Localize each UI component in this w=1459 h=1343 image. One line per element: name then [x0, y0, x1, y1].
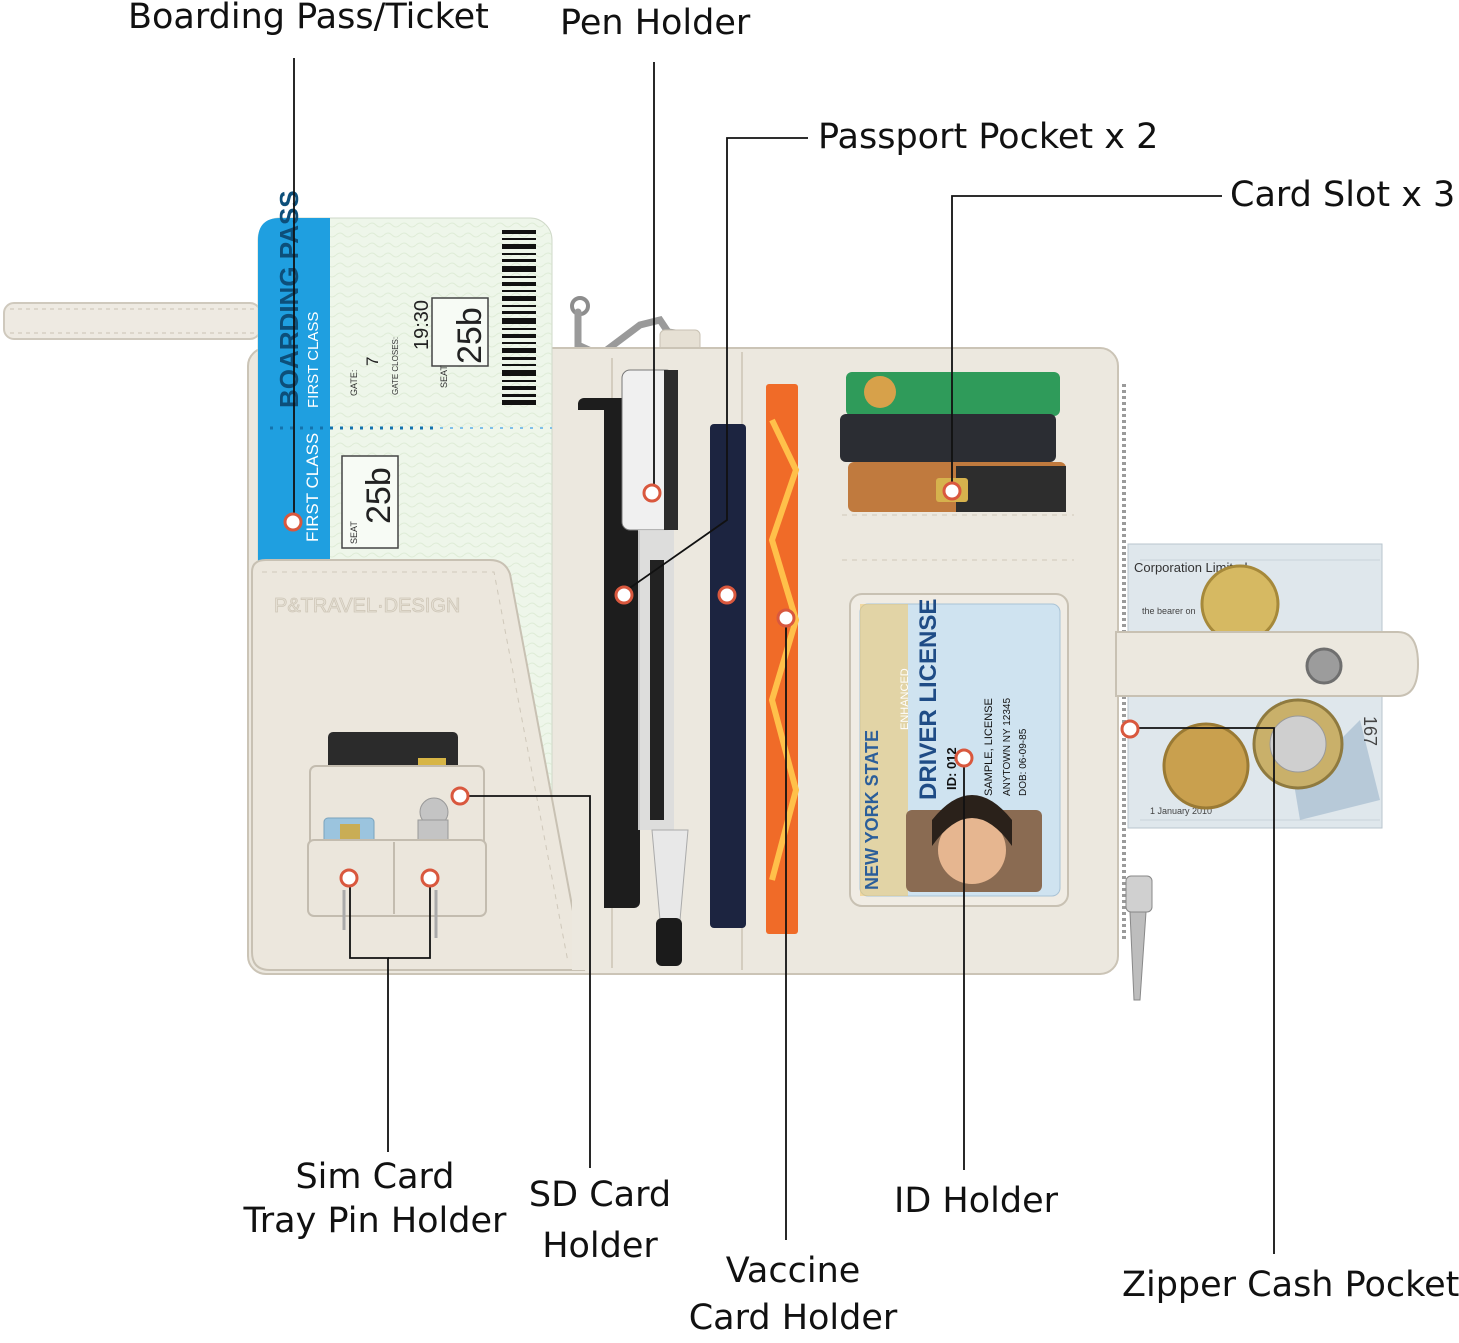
ticket-class-top: FIRST CLASS	[305, 312, 322, 408]
callout-lines	[293, 58, 1275, 1254]
license-enhanced: ENHANCED	[899, 668, 911, 730]
label-passport-pocket: Passport Pocket x 2	[818, 117, 1159, 157]
label-vaccine-card-line2: Card Holder	[688, 1298, 898, 1339]
license-name: SAMPLE, LICENSE	[983, 698, 995, 796]
card-black	[840, 414, 1056, 462]
label-id-holder: ID Holder	[894, 1181, 1058, 1221]
zipper-pull-icon	[1125, 875, 1153, 1001]
label-sd-card-line1: SD Card	[528, 1175, 672, 1215]
license-address: ANYTOWN NY 12345	[1002, 698, 1013, 796]
barcode-icon	[502, 230, 536, 405]
ticket-seat-2: 25b	[360, 467, 398, 524]
ticket-closes-label: GATE CLOSES:	[391, 337, 400, 395]
banknote-date: 1 January 2010	[1150, 806, 1212, 816]
license-type: DRIVER LICENSE	[915, 599, 942, 800]
ticket-title: BOARDING PASS	[274, 190, 304, 408]
license-state: NEW YORK STATE	[862, 730, 882, 890]
ticket-class-bottom: FIRST CLASS	[303, 433, 322, 542]
strap-clasp-icon	[570, 296, 701, 360]
snap-strap	[1115, 631, 1420, 697]
coin-2	[1162, 722, 1250, 810]
label-sd-card-line2: Holder	[542, 1225, 658, 1266]
label-card-slot: Card Slot x 3	[1230, 175, 1456, 215]
ticket-gate: 7	[363, 357, 382, 366]
ticket-gate-label: GATE:	[349, 370, 359, 396]
ticket-seat-label-2: SEAT	[349, 521, 359, 544]
card-green	[846, 372, 1060, 416]
label-sd-card: SD Card Holder	[520, 1170, 680, 1272]
coin-1	[1200, 564, 1280, 644]
ticket-seat-label: SEAT	[439, 365, 449, 388]
callout-markers	[283, 481, 1140, 888]
label-sim-card-line2: Tray Pin Holder	[243, 1200, 507, 1241]
passport-navy	[710, 424, 746, 928]
ticket-seat: 25b	[451, 307, 489, 364]
brand-emboss: P&TRAVEL·DESIGN	[274, 595, 460, 617]
pen	[621, 369, 689, 966]
ticket-closes: 19:30	[411, 300, 433, 350]
wrist-strap	[3, 302, 261, 340]
label-zipper-cash-pocket: Zipper Cash Pocket	[1122, 1265, 1459, 1305]
banknote-bearer: the bearer on	[1142, 606, 1196, 616]
label-sim-card: Sim Card Tray Pin Holder	[240, 1156, 510, 1244]
label-vaccine-card: Vaccine Card Holder	[680, 1248, 906, 1343]
label-sim-card-line1: Sim Card	[295, 1157, 455, 1197]
label-pen-holder: Pen Holder	[560, 3, 751, 43]
usb-drive-icon	[417, 797, 449, 847]
license-dob: DOB: 06-09-85	[1018, 728, 1029, 796]
snap-button-icon	[1305, 647, 1343, 685]
banknote-serial: 167	[1360, 716, 1380, 746]
label-boarding-pass: Boarding Pass/Ticket	[128, 0, 489, 37]
label-vaccine-card-line1: Vaccine	[725, 1251, 861, 1291]
